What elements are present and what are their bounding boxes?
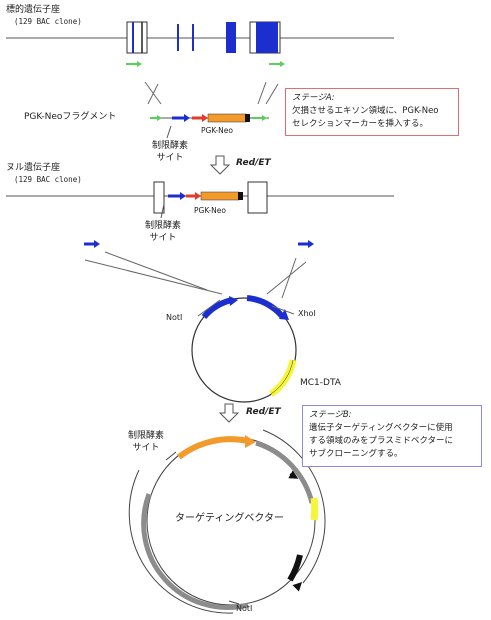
retrieval-arrow-right-head [308,240,314,248]
tv-tick-arrow [292,581,303,592]
retrieval-plasmid [191,297,297,403]
noti-label-2: NotI [236,604,253,613]
plasmid-homology-left-head [229,296,238,306]
restriction-site-pointer-1 [166,125,172,139]
restriction-site-label-1: 制限酵素 [151,141,188,151]
tv-arm-right [255,440,315,504]
tv-neo-cassette [177,436,249,460]
fragment-promoter-head [202,114,208,122]
tv-arm-right-outline [262,429,326,584]
tv-resistance [287,554,303,582]
target-exon-6 [256,22,278,53]
stage-b-line1: 遺伝子ターゲティングベクターに使用 [309,423,453,433]
stage-b-line3: サブクローニングする。 [309,449,403,459]
null-exon-box-right [247,181,268,214]
process-arrow-2 [218,403,240,423]
homology-arrow-right-head [280,61,285,67]
stage-a-box: ステージA: 欠損させるエキソン領域に、PGK-Neo セレクションマーカーを挿… [285,88,459,136]
xhoi-label: XhoI [298,309,316,318]
tv-tick-arrow [288,470,299,479]
pgk-neo-label-2: PGK-Neo [194,206,226,215]
crossover-line [147,83,159,105]
restriction-site-label-2b: サイト [149,233,177,243]
targeting-vector-label: ターゲティングベクター [175,513,284,524]
tv-arm-left-outline [128,469,234,614]
restriction-site-pointer-3 [165,451,177,461]
tv-arm-left [141,493,249,610]
crossover-line [266,261,307,295]
noti-label-1: NotI [166,313,183,322]
red-et-label-1: Red/ET [236,158,271,168]
mc1-dta-cassette [268,359,297,397]
pgk-neo-label-1: PGK-Neo [201,126,233,135]
neo-polya-1 [245,114,250,122]
stage-a-line1: 欠損させるエキソン領域に、PGK-Neo [292,106,439,116]
xhoi-pointer [271,305,295,315]
stage-b-box: ステージB: 遺伝子ターゲティングベクターに使用 する領域のみをプラスミドベクタ… [302,405,482,467]
noti-pointer [197,299,221,317]
null-locus-title: ヌル遺伝子座 [6,163,61,173]
fragment-homology-left-head [157,115,162,121]
tv-neo-head [245,435,256,448]
stage-a-title: ステージA: [292,93,335,103]
neo-polya-2 [238,192,243,200]
restriction-site-label-3b: サイト [132,443,160,453]
mc1-dta-label: MC1-DTA [300,378,341,388]
null-promoter-head [195,192,201,200]
crossover-line [281,257,297,299]
noti-pointer-2 [228,600,240,605]
crossover-line [104,251,208,291]
retrieval-arrow-left-head [94,240,100,248]
stage-b-line2: する領域のみをプラスミドベクターに [309,436,453,446]
restriction-site-pointer-2 [160,203,165,219]
pgk-fragment-label: PGK-Neoフラグメント [24,112,117,122]
fragment-blue-arrow-head [184,114,190,122]
null-blue-arrow-head [180,192,186,200]
null-exon-box-left [153,181,165,214]
process-arrow-1 [209,155,231,175]
restriction-site-label-1b: サイト [156,153,184,163]
plasmid-homology-right [246,295,285,319]
neo-cassette-1 [207,113,247,123]
fragment-homology-right-head [262,115,267,121]
stage-a-line2: セレクションマーカーを挿入する。 [292,119,429,129]
crossover-line [257,81,267,105]
restriction-site-label-3: 制限酵素 [127,431,164,441]
target-exon-box-left [126,21,148,54]
null-locus-clone: (129 BAC clone) [14,175,82,184]
restriction-site-label-2: 制限酵素 [144,221,181,231]
crossover-line [265,83,279,105]
stage-b-title: ステージB: [309,410,352,420]
target-locus-title: 標的遺伝子座 [6,5,61,15]
red-et-label-2: Red/ET [246,407,281,417]
neo-cassette-2 [200,191,240,201]
target-exon-5 [226,22,236,53]
homology-arrow-left-head [137,61,142,67]
plasmid-homology-right-head [279,309,289,320]
tv-dta-cassette [310,497,319,521]
crossover-line [84,259,223,295]
target-locus-clone: (129 BAC clone) [14,17,82,26]
